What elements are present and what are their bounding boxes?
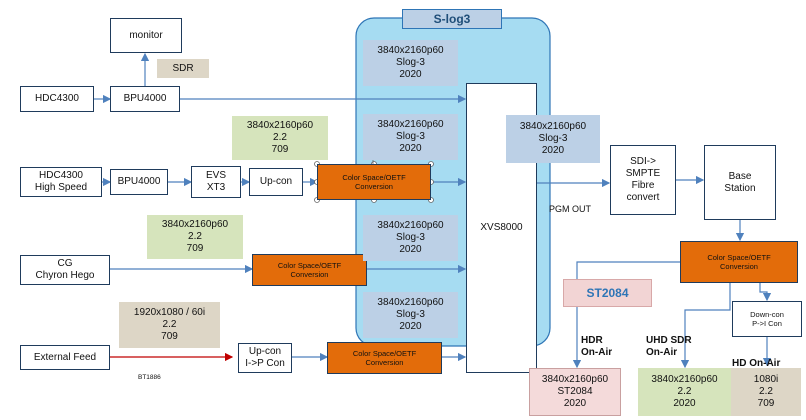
- base-station-box: Base Station: [704, 145, 776, 220]
- color-space-converter-1: Color Space/OETF Conversion: [317, 164, 431, 200]
- hdr-onair-label: HDR On-Air: [581, 335, 613, 358]
- hd-onair-label: HD On-Air: [732, 358, 781, 369]
- bpu4000-box-1: BPU4000: [110, 86, 180, 112]
- sdi-fibre-convert-box: SDI-> SMPTE Fibre convert: [610, 145, 676, 215]
- slog3-title: S-log3: [402, 9, 502, 29]
- upcon-ip-box: Up-con I->P Con: [238, 343, 292, 373]
- hdc4300-box: HDC4300: [20, 86, 94, 112]
- uhd-sdr-onair-label: UHD SDR On-Air: [646, 335, 692, 358]
- external-feed-box: External Feed: [20, 345, 110, 370]
- monitor-box: monitor: [110, 18, 182, 53]
- slog3-format-1: 3840x2160p60 Slog-3 2020: [363, 40, 458, 86]
- slog3-format-3: 3840x2160p60 Slog-3 2020: [363, 215, 458, 261]
- bt1886-label: BT1886: [138, 374, 161, 381]
- bpu4000-box-2: BPU4000: [110, 169, 168, 195]
- pgm-out-label: PGM OUT: [549, 204, 591, 214]
- cg-input-format: 3840x2160p60 2.2 709: [147, 215, 243, 259]
- color-space-converter-3: Color Space/OETF Conversion: [327, 342, 442, 374]
- uhd-sdr-output-format: 3840x2160p60 2.2 2020: [638, 368, 731, 416]
- sdr-label: SDR: [157, 59, 209, 78]
- color-space-converter-2: Color Space/OETF Conversion: [252, 254, 367, 286]
- color-space-converter-4: Color Space/OETF Conversion: [680, 241, 798, 283]
- cg-chyron-box: CG Chyron Hego: [20, 255, 110, 285]
- hd-output-format: 1080i 2.2 709: [731, 368, 801, 416]
- downcon-box: Down-con P->I Con: [732, 301, 802, 337]
- xvs8000-switcher: XVS8000: [466, 83, 537, 373]
- upcon-box-1: Up-con: [249, 168, 303, 196]
- evs-xt3-box: EVS XT3: [191, 166, 241, 198]
- hdr-output-format: 3840x2160p60 ST2084 2020: [529, 368, 621, 416]
- slog3-format-4: 3840x2160p60 Slog-3 2020: [363, 292, 458, 338]
- external-input-format: 1920x1080 / 60i 2.2 709: [119, 302, 220, 348]
- hdc4300-highspeed-box: HDC4300 High Speed: [20, 167, 102, 197]
- st2084-label: ST2084: [563, 279, 652, 307]
- xvs-output-format: 3840x2160p60 Slog-3 2020: [506, 115, 600, 163]
- slog3-format-2: 3840x2160p60 Slog-3 2020: [363, 114, 458, 160]
- evs-input-format: 3840x2160p60 2.2 709: [232, 116, 328, 160]
